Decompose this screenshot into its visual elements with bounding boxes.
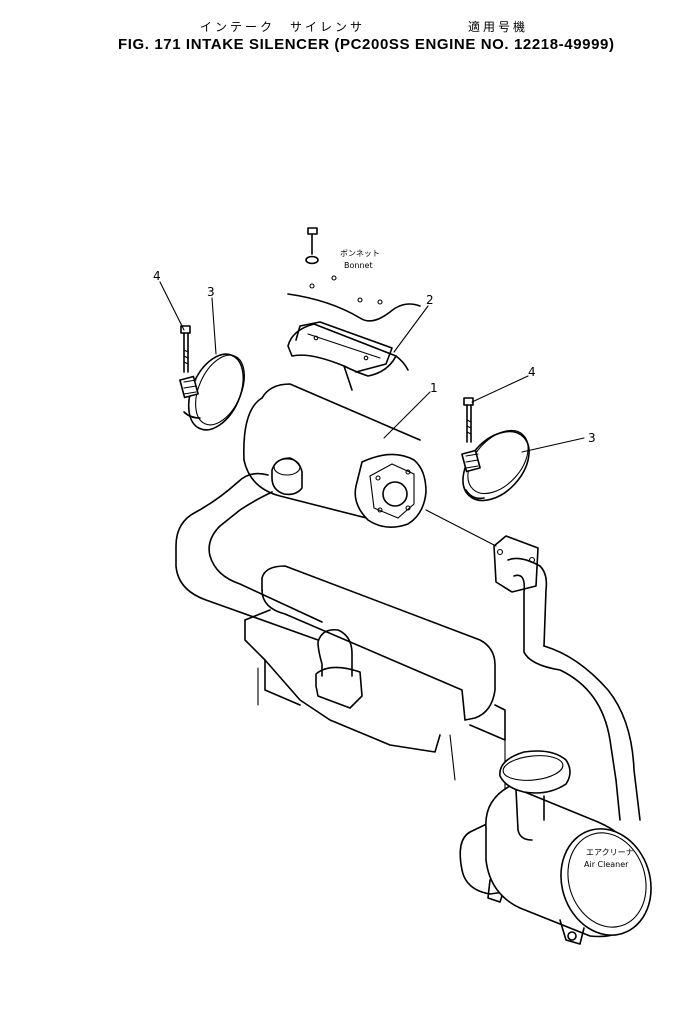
callout-1: 1 (430, 381, 438, 395)
bracket (287, 321, 409, 391)
figure-title: FIG. 171 INTAKE SILENCER (PC200SS ENGINE… (118, 36, 615, 53)
intake-pipe (175, 472, 323, 641)
intake-silencer (243, 383, 497, 547)
band-clamp-right (461, 429, 530, 502)
callout-3-right: 3 (588, 431, 596, 445)
air-cleaner-label: Air Cleaner (584, 860, 629, 869)
outlet-elbow-pipe (493, 535, 641, 821)
bolt-right-icon (463, 397, 474, 443)
air-cleaner-label-jp: エアクリーナ (586, 848, 634, 857)
bonnet-label-jp: ボンネット (340, 249, 380, 258)
callout-2: 2 (426, 293, 434, 307)
engine-block (244, 565, 506, 791)
callout-leaders (159, 281, 585, 453)
bolt-left-icon (180, 325, 191, 373)
callout-4-right: 4 (528, 365, 536, 379)
air-cleaner: エアクリーナ Air Cleaner (459, 750, 652, 945)
figure-title-jp: インテーク サイレンサ (200, 20, 366, 34)
applicable-models-jp: 適用号機 (468, 20, 529, 34)
bonnet-label: Bonnet (344, 261, 373, 270)
callout-3-left: 3 (207, 285, 215, 299)
callout-4-left: 4 (153, 269, 161, 283)
bonnet: ボンネット Bonnet (287, 249, 421, 322)
band-clamp-left (179, 353, 245, 431)
bonnet-bolt-icon (305, 227, 319, 265)
